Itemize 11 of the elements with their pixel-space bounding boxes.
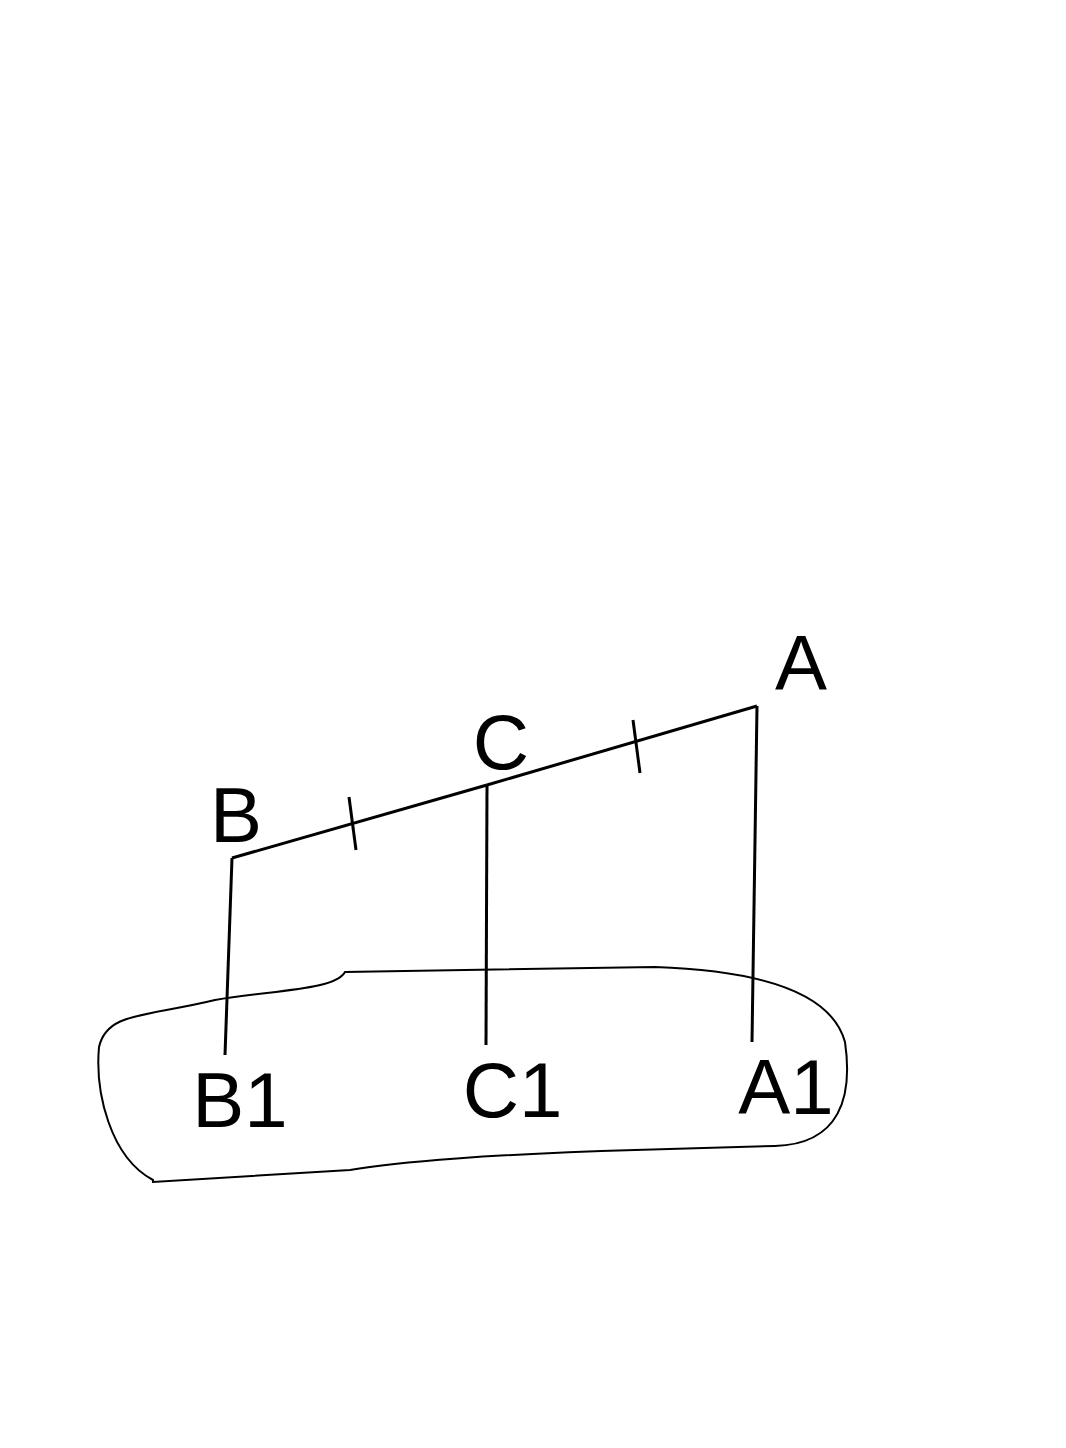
point-label: C [472,703,530,781]
point-label: A1 [738,1048,834,1126]
line-segment [484,785,489,1045]
line-segment [223,857,234,1056]
point-label: C1 [462,1051,563,1129]
line-segment [750,705,759,1043]
line-segment [231,783,488,860]
point-label: B [210,776,262,854]
point-label: B1 [192,1061,288,1139]
point-label: A [774,624,827,702]
line-segment [486,704,758,787]
